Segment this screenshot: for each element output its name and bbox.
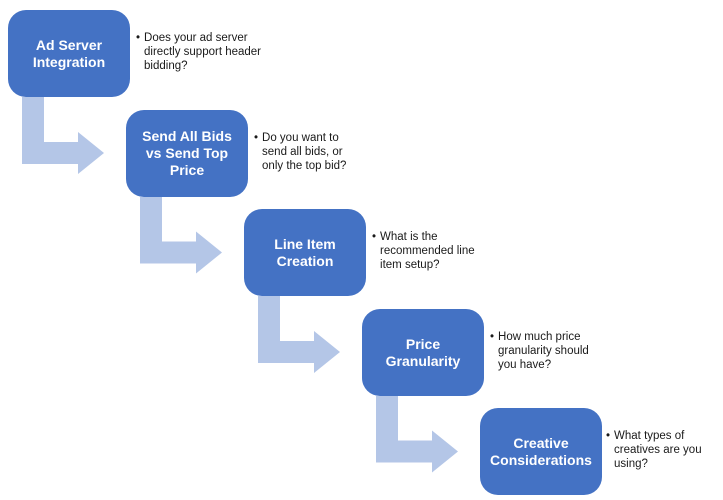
step-note-line-item-creation: • What is the recommended line item setu…	[372, 230, 524, 272]
step-box-ad-server-integration: Ad Server Integration	[8, 10, 130, 97]
bullet-icon: •	[136, 32, 141, 44]
bullet-icon: •	[490, 331, 495, 343]
elbow-arrow	[376, 396, 458, 473]
elbow-arrow	[22, 97, 104, 174]
elbow-arrow	[140, 197, 222, 274]
step-note-creative-considerations: • What types of creatives are you using?	[606, 429, 723, 471]
bullet-icon: •	[606, 430, 611, 442]
step-box-price-granularity: Price Granularity	[362, 309, 484, 396]
bullet-text: What types of creatives are you using?	[614, 430, 702, 470]
bullet-icon: •	[254, 132, 259, 144]
step-box-send-all-bids-vs-send-top-price: Send All Bids vs Send Top Price	[126, 110, 248, 197]
elbow-arrow	[258, 296, 340, 373]
bullet-icon: •	[372, 231, 377, 243]
step-note-ad-server-integration: • Does your ad server directly support h…	[136, 31, 288, 73]
step-box-line-item-creation: Line Item Creation	[244, 209, 366, 296]
bullet-text: How much price granularity should you ha…	[498, 331, 589, 371]
bullet-text: What is the recommended line item setup?	[380, 231, 475, 271]
bullet-text: Do you want to send all bids, or only th…	[262, 132, 347, 172]
step-box-creative-considerations: Creative Considerations	[480, 408, 602, 495]
bullet-text: Does your ad server directly support hea…	[144, 32, 262, 72]
step-note-send-all-bids: • Do you want to send all bids, or only …	[254, 131, 406, 173]
step-note-price-granularity: • How much price granularity should you …	[490, 330, 642, 372]
